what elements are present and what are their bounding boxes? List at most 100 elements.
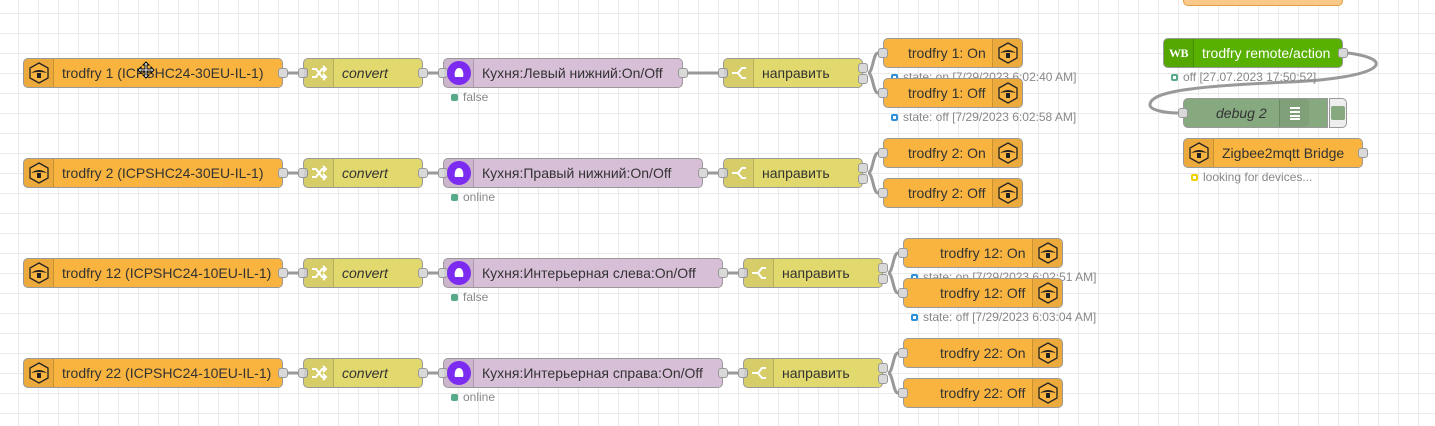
output-port[interactable] — [1358, 148, 1368, 158]
function-node-convert-1[interactable]: convert — [298, 58, 428, 88]
output-port[interactable] — [418, 268, 428, 278]
output-port[interactable] — [678, 68, 688, 78]
function-node-convert-4[interactable]: convert — [298, 358, 428, 388]
output-port-2[interactable] — [878, 274, 888, 284]
alice-node-1[interactable]: Кухня:Левый нижний:On/Off — [438, 58, 688, 88]
switch-node-2[interactable]: направить — [718, 158, 868, 188]
output-port[interactable] — [278, 368, 288, 378]
function-node-convert-3[interactable]: convert — [298, 258, 428, 288]
move-cursor-icon — [137, 61, 155, 82]
output-port-1[interactable] — [878, 363, 888, 373]
output-port-2[interactable] — [878, 374, 888, 384]
mqtt-out-node-trodfry-1-on[interactable]: trodfry 1: On — [878, 38, 1023, 68]
output-port[interactable] — [278, 268, 288, 278]
mqtt-out-node-trodfry-2-off[interactable]: trodfry 2: Off — [878, 178, 1023, 208]
node-status: online — [451, 190, 495, 204]
input-port[interactable] — [898, 248, 908, 258]
input-port[interactable] — [738, 368, 748, 378]
output-port[interactable] — [718, 268, 728, 278]
input-port[interactable] — [878, 148, 888, 158]
mqtt-in-node-trodfry-22[interactable]: trodfry 22 (ICPSHC24-10EU-IL-1) — [23, 358, 288, 388]
status-text: false — [463, 290, 489, 304]
zigbee-bee-icon — [992, 39, 1022, 67]
switch-node-4[interactable]: направить — [738, 358, 888, 388]
input-port[interactable] — [878, 188, 888, 198]
switch-fork-icon — [744, 259, 774, 287]
status-text: online — [463, 190, 496, 204]
node-label: trodfry 12: Off — [940, 285, 1026, 301]
input-port[interactable] — [878, 88, 888, 98]
node-label: направить — [782, 265, 850, 281]
input-port[interactable] — [738, 268, 748, 278]
input-port[interactable] — [718, 68, 728, 78]
mqtt-in-node-trodfry-1[interactable]: trodfry 1 (ICPSHC24-30EU-IL-1) — [23, 58, 288, 88]
input-port[interactable] — [898, 388, 908, 398]
node-label: convert — [342, 365, 388, 381]
function-node-convert-2[interactable]: convert — [298, 158, 428, 188]
debug-toggle-button[interactable] — [1329, 98, 1347, 128]
output-port[interactable] — [418, 68, 428, 78]
wb-icon: WB — [1164, 39, 1194, 67]
mqtt-out-node-trodfry-12-off[interactable]: trodfry 12: Off — [898, 278, 1063, 308]
debug-node[interactable]: debug 2 — [1178, 98, 1347, 128]
node-label: trodfry 1 (ICPSHC24-30EU-IL-1) — [62, 65, 264, 81]
zigbee2mqtt-bridge-node[interactable]: Zigbee2mqtt Bridge — [1183, 138, 1368, 168]
output-port-1[interactable] — [858, 63, 868, 73]
mqtt-out-node-trodfry-12-on[interactable]: trodfry 12: On — [898, 238, 1063, 268]
output-port-2[interactable] — [858, 174, 868, 184]
zigbee-bee-icon — [1184, 139, 1214, 167]
node-label: trodfry 1: Off — [908, 85, 986, 101]
output-port-2[interactable] — [858, 74, 868, 84]
input-port[interactable] — [298, 68, 308, 78]
wb-mqtt-in-node[interactable]: WB trodfry remote/action — [1163, 38, 1348, 68]
input-port[interactable] — [1178, 108, 1188, 118]
node-label: convert — [342, 265, 388, 281]
status-text: state: off [7/29/2023 6:02:58 AM] — [903, 110, 1077, 124]
output-port-1[interactable] — [878, 263, 888, 273]
status-text: false — [463, 90, 489, 104]
input-port[interactable] — [878, 48, 888, 58]
output-port[interactable] — [698, 168, 708, 178]
node-label: convert — [342, 65, 388, 81]
output-port-1[interactable] — [858, 163, 868, 173]
status-dot — [911, 313, 918, 321]
input-port[interactable] — [298, 268, 308, 278]
node-label: Кухня:Правый нижний:On/Off — [482, 165, 672, 181]
switch-node-1[interactable]: направить — [718, 58, 868, 88]
node-label: trodfry 22: Off — [940, 385, 1026, 401]
input-port[interactable] — [298, 168, 308, 178]
zigbee-bee-icon — [24, 159, 54, 187]
node-label: trodfry 22 (ICPSHC24-10EU-IL-1) — [62, 365, 272, 381]
status-dot — [451, 293, 458, 301]
alice-node-4[interactable]: Кухня:Интерьерная справа:On/Off — [438, 358, 728, 388]
output-port[interactable] — [418, 168, 428, 178]
node-label: Кухня:Левый нижний:On/Off — [482, 65, 663, 81]
node-label: trodfry remote/action — [1202, 45, 1331, 61]
switch-node-3[interactable]: направить — [738, 258, 888, 288]
input-port[interactable] — [898, 288, 908, 298]
output-port[interactable] — [278, 68, 288, 78]
output-port[interactable] — [418, 368, 428, 378]
list-icon — [1279, 99, 1309, 127]
alice-icon — [444, 259, 474, 287]
switch-fork-icon — [744, 359, 774, 387]
mqtt-out-node-trodfry-1-off[interactable]: trodfry 1: Off — [878, 78, 1023, 108]
mqtt-out-node-trodfry-22-on[interactable]: trodfry 22: On — [898, 338, 1063, 368]
mqtt-out-node-trodfry-22-off[interactable]: trodfry 22: Off — [898, 378, 1063, 408]
mqtt-out-node-trodfry-2-on[interactable]: trodfry 2: On — [878, 138, 1023, 168]
output-port[interactable] — [278, 168, 288, 178]
input-port[interactable] — [898, 348, 908, 358]
input-port[interactable] — [718, 168, 728, 178]
alice-node-2[interactable]: Кухня:Правый нижний:On/Off — [438, 158, 708, 188]
partial-node-top[interactable] — [1183, 0, 1343, 6]
mqtt-in-node-trodfry-12[interactable]: trodfry 12 (ICPSHC24-10EU-IL-1) — [23, 258, 288, 288]
input-port[interactable] — [298, 368, 308, 378]
mqtt-in-node-trodfry-2[interactable]: trodfry 2 (ICPSHC24-30EU-IL-1) — [23, 158, 288, 188]
output-port[interactable] — [1338, 48, 1348, 58]
status-dot — [1171, 73, 1178, 81]
shuffle-icon — [304, 59, 334, 87]
output-port[interactable] — [718, 368, 728, 378]
status-dot — [451, 93, 458, 101]
zigbee-bee-icon — [24, 259, 54, 287]
alice-node-3[interactable]: Кухня:Интерьерная слева:On/Off — [438, 258, 728, 288]
